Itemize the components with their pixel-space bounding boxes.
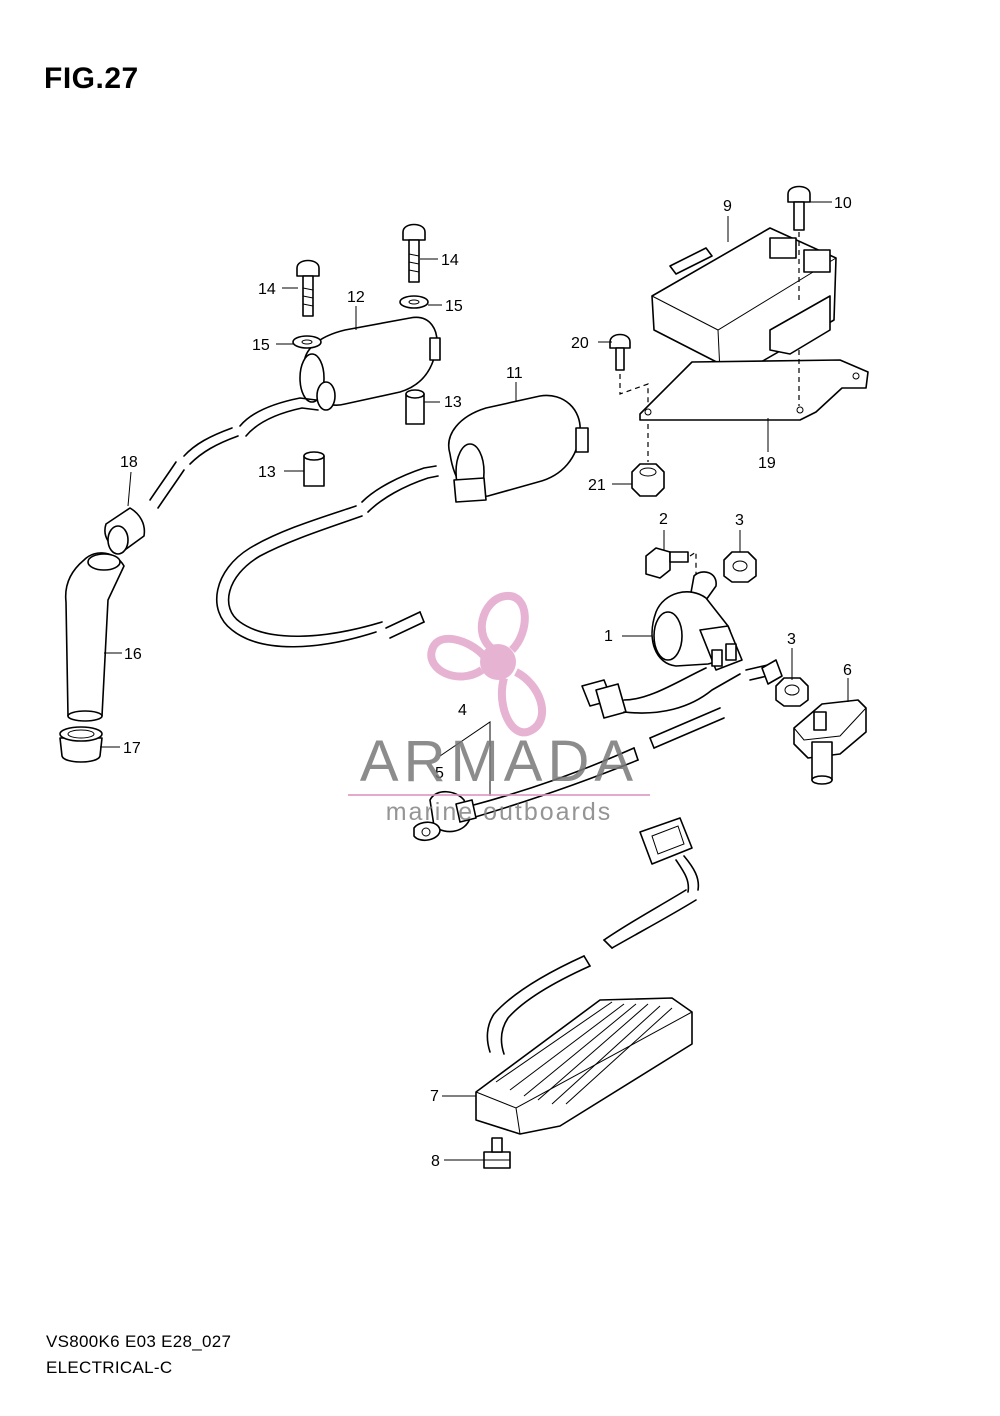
callout-10: 10: [834, 195, 852, 212]
callout-12: 12: [347, 289, 365, 306]
screw-20: [609, 333, 649, 404]
callout-3-lower: 3: [787, 631, 796, 648]
ignition-coil-11: [361, 394, 589, 513]
ignition-coil-12: [239, 316, 441, 437]
washer-15-right: [399, 295, 429, 309]
washer-15-left: [292, 335, 322, 349]
callout-18: 18: [120, 454, 138, 471]
callout-19: 19: [758, 455, 776, 472]
plug-lead-11: [216, 505, 425, 648]
watermark-divider: [348, 794, 650, 796]
callout-11: 11: [506, 365, 523, 382]
callout-5: 5: [435, 765, 444, 782]
callout-1: 1: [604, 628, 613, 645]
bolt-14-left: [296, 259, 320, 317]
callout-14-left: 14: [258, 281, 276, 298]
plug-cap-18: [104, 507, 146, 555]
starter-relay-1: [651, 571, 743, 671]
plug-lead-12: [149, 427, 239, 509]
model-code: VS800K6 E03 E28_027: [46, 1332, 232, 1351]
callout-7: 7: [430, 1088, 439, 1105]
leader-lines: [100, 201, 849, 1161]
watermark-brand: ARMADA: [359, 729, 639, 794]
callout-3-upper: 3: [735, 512, 744, 529]
callout-13-lower: 13: [258, 464, 276, 481]
relay-harness: [581, 659, 783, 719]
sensor-6: [793, 699, 867, 785]
bolt-14-right: [402, 223, 426, 283]
callout-15-left: 15: [252, 337, 270, 354]
bolt-10: [787, 185, 811, 406]
callout-8: 8: [431, 1153, 440, 1170]
callout-6: 6: [843, 662, 852, 679]
watermark-tagline: marine outboards: [385, 798, 613, 826]
plug-boot-16: [64, 552, 125, 722]
callout-14-right: 14: [441, 252, 459, 269]
igniter-unit-9: [651, 227, 837, 375]
callout-17: 17: [123, 740, 141, 757]
figure-title: FIG.27: [44, 62, 139, 95]
callout-2: 2: [659, 511, 668, 528]
section-name: ELECTRICAL-C: [46, 1358, 173, 1377]
callout-9: 9: [723, 198, 732, 215]
regulator-rectifier-7: [475, 997, 693, 1135]
callout-13-upper: 13: [444, 394, 462, 411]
callout-4: 4: [458, 702, 467, 719]
callout-16: 16: [124, 646, 142, 663]
callout-15-right: 15: [445, 298, 463, 315]
callout-bracket-4: [439, 721, 491, 796]
bolt-2: [645, 547, 697, 580]
nut-3-upper: [723, 551, 757, 583]
bolt-8: [483, 1137, 511, 1169]
callout-21: 21: [588, 477, 606, 494]
ground-wire-4: [413, 707, 725, 842]
collar-13-upper: [405, 389, 425, 425]
nut-3-lower: [775, 677, 809, 707]
callout-20: 20: [571, 335, 589, 352]
regulator-lead: [486, 889, 697, 1055]
regulator-connector: [639, 817, 700, 893]
collar-13-lower: [303, 451, 325, 487]
armada-propeller-logo: [427, 592, 546, 737]
grommet-17: [59, 726, 103, 763]
callout-labels: 1 2 3 3 4 5 6 7 8 9 10 11 12 13 13 14 14…: [120, 195, 852, 1170]
bracket-19: [639, 359, 869, 421]
nut-21: [631, 424, 665, 497]
